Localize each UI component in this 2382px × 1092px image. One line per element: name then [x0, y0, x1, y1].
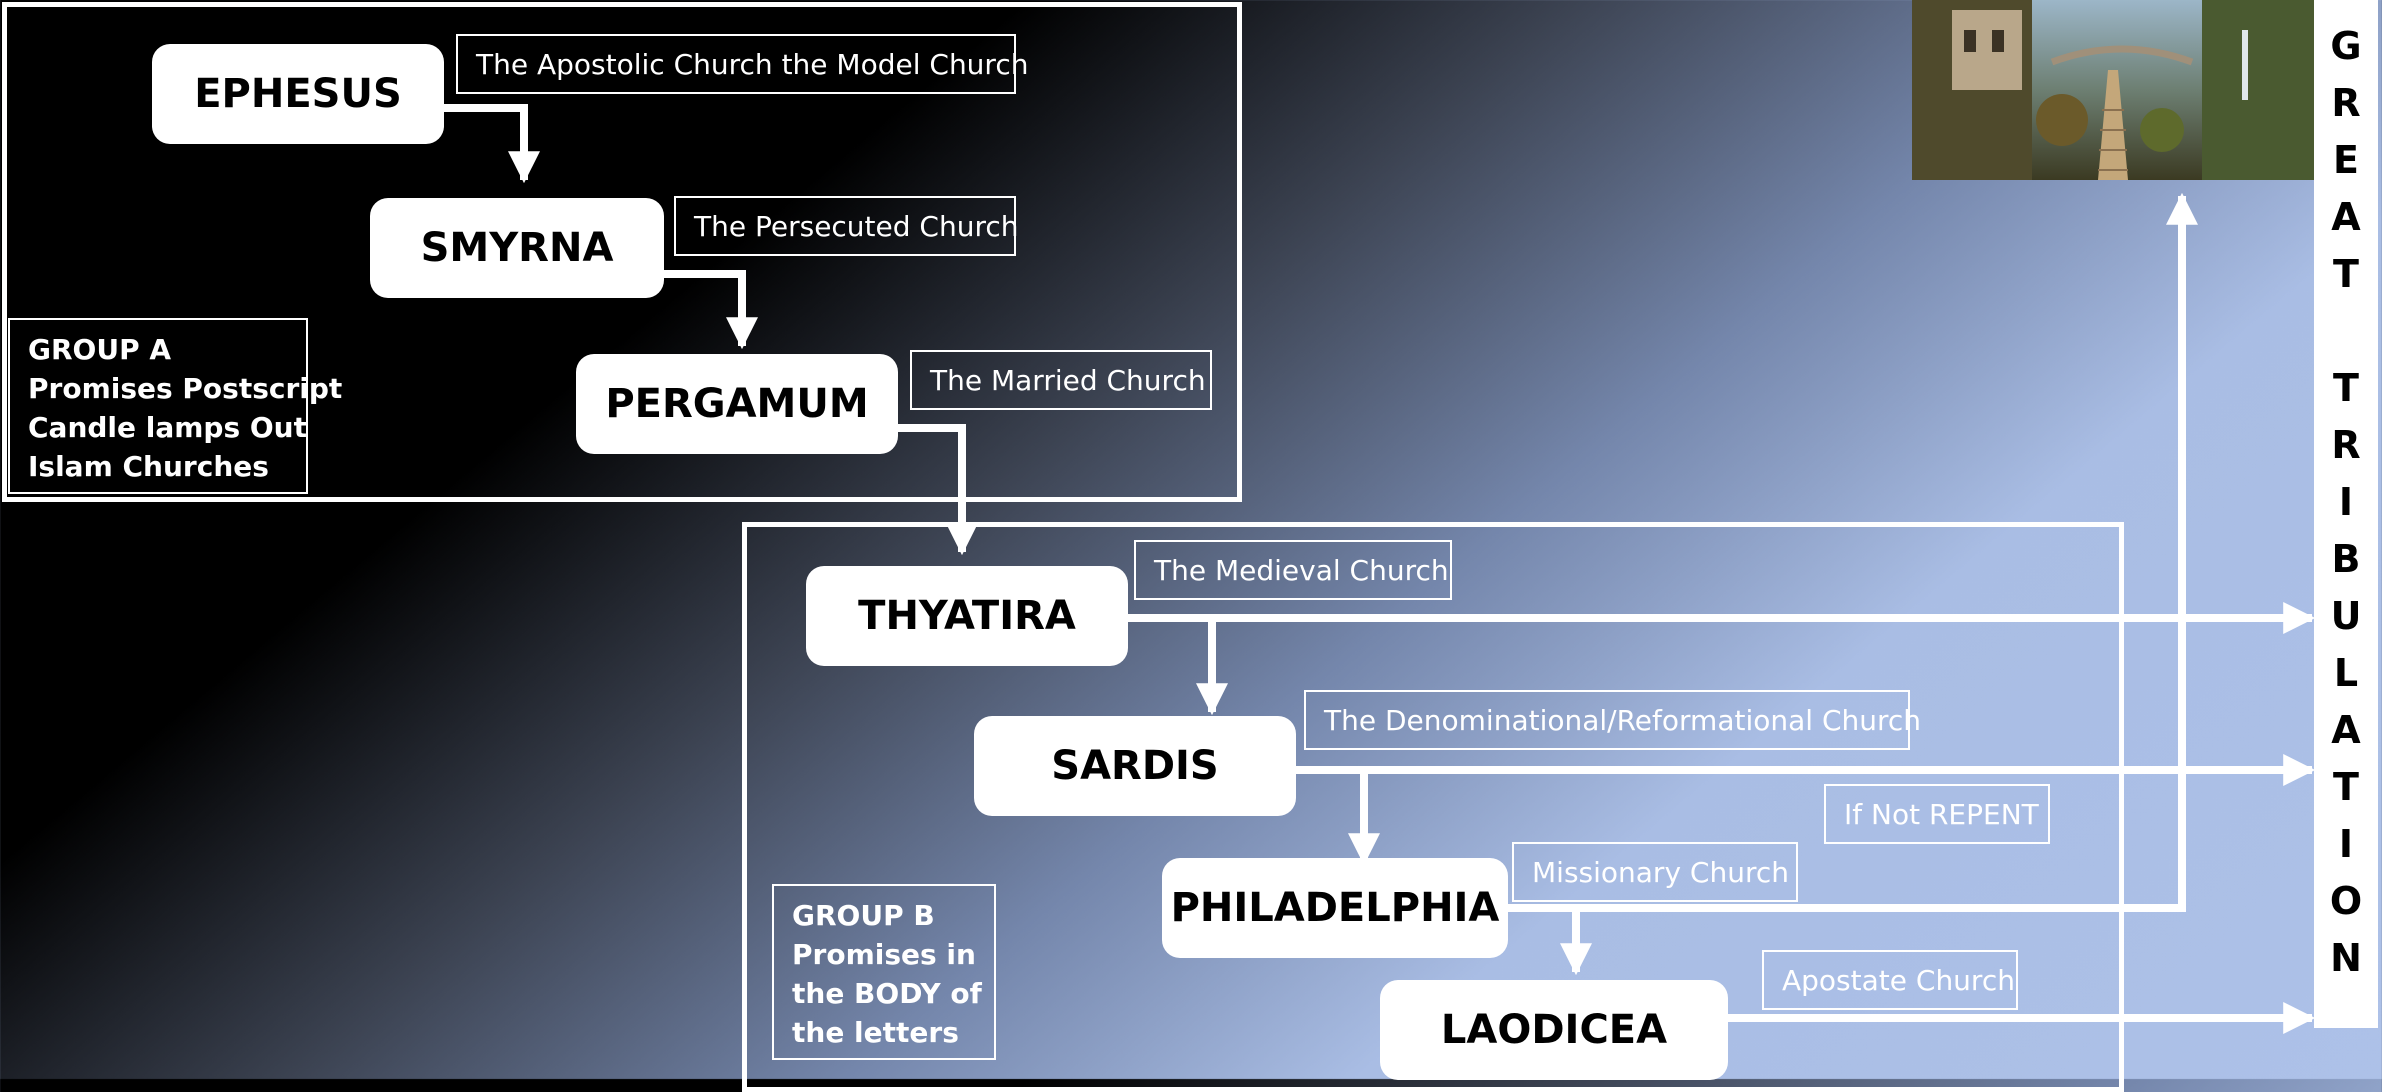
- group-b-line: GROUP B: [792, 899, 935, 932]
- heavenly-path-image: [1912, 0, 2314, 180]
- side-letter: R: [2331, 423, 2361, 467]
- description-ephesus: The Apostolic Church the Model Church: [456, 34, 1028, 94]
- side-letter: N: [2330, 936, 2362, 980]
- arrow-pergamum-thyatira: [896, 424, 978, 556]
- side-letter: T: [2333, 366, 2359, 410]
- church-ephesus: EPHESUS: [152, 44, 444, 144]
- church-laodicea: LAODICEA: [1380, 980, 1728, 1080]
- side-letter: E: [2333, 138, 2359, 182]
- church-pergamum: PERGAMUM: [576, 354, 898, 454]
- church-philadelphia: PHILADELPHIA: [1162, 858, 1508, 958]
- church-smyrna: SMYRNA: [370, 198, 664, 298]
- group-b-line: Promises in: [792, 938, 976, 971]
- group-a-box: GROUP A Promises Postscript Candle lamps…: [8, 318, 343, 494]
- church-thyatira: THYATIRA: [806, 566, 1128, 666]
- description-thyatira: The Medieval Church: [1134, 540, 1452, 600]
- group-a-line: Promises Postscript: [28, 372, 343, 405]
- side-letter: L: [2333, 651, 2359, 695]
- arrow-philadelphia-rapture: [1508, 192, 2198, 912]
- group-b-box: GROUP B Promises in the BODY of the lett…: [772, 884, 996, 1060]
- description-pergamum: The Married Church: [910, 350, 1212, 410]
- side-letter: A: [2331, 195, 2361, 239]
- group-b-line: the letters: [792, 1016, 959, 1049]
- side-letter: R: [2331, 81, 2361, 125]
- description-laodicea: Apostate Church: [1762, 950, 2018, 1010]
- description-smyrna: The Persecuted Church: [674, 196, 1019, 256]
- condition-label: If Not REPENT: [1824, 784, 2050, 844]
- side-letter: U: [2330, 594, 2362, 638]
- arrow-smyrna-pergamum: [662, 270, 758, 350]
- side-letter: B: [2331, 537, 2361, 581]
- group-a-line: Candle lamps Out: [28, 411, 308, 444]
- side-letter: A: [2331, 708, 2361, 752]
- group-a-frame: [2, 2, 1242, 502]
- description-sardis: The Denominational/Reformational Church: [1304, 690, 1921, 750]
- group-a-line: GROUP A: [28, 333, 172, 366]
- side-letter: I: [2338, 822, 2354, 866]
- arrow-ephesus-smyrna: [440, 104, 540, 184]
- side-letter: T: [2333, 765, 2359, 809]
- side-letter: G: [2330, 24, 2362, 68]
- great-tribulation-bar: G R E A T T R I B U L A T I O N: [2314, 0, 2378, 1028]
- side-letter: T: [2333, 252, 2359, 296]
- church-sardis: SARDIS: [974, 716, 1296, 816]
- side-letter: O: [2329, 879, 2363, 923]
- description-philadelphia: Missionary Church: [1512, 842, 1798, 902]
- group-b-line: the BODY of: [792, 977, 982, 1010]
- side-letter: I: [2338, 480, 2354, 524]
- group-a-line: Islam Churches: [28, 450, 269, 483]
